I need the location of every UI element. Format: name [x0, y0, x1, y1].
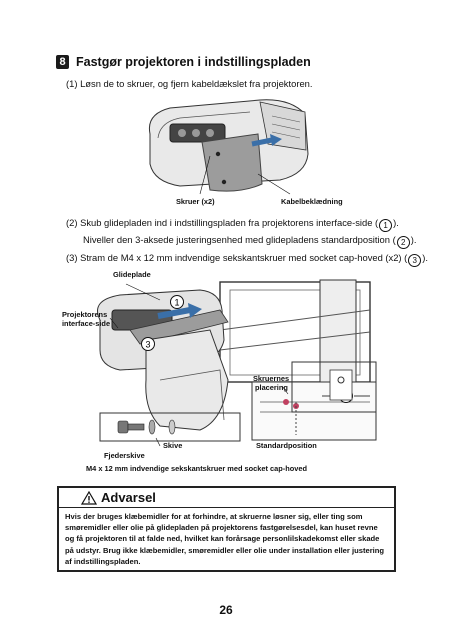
figure-slide-plate-installation: 1 3 2 — [97, 279, 377, 447]
instruction-3: (3) Stram de M4 x 12 mm indvendige seksk… — [66, 252, 428, 267]
figure-projector-cable-cover — [148, 99, 309, 195]
warning-triangle-icon — [81, 490, 97, 505]
warning-text: Hvis der bruges klæbemidler for at forhi… — [65, 512, 385, 566]
label-spring-washer: Fjederskive — [104, 451, 145, 460]
instruction-2-end: ). — [393, 217, 399, 228]
instruction-2b-end: ). — [410, 234, 417, 245]
label-washer: Skive — [163, 441, 183, 450]
instruction-2b: Niveller den 3-aksede justeringsenhed me… — [83, 234, 416, 249]
label-m4-screws: M4 x 12 mm indvendige sekskantskruer med… — [86, 464, 307, 473]
callout-circle-3: 3 — [408, 254, 422, 267]
socket-cap-screw — [117, 420, 145, 434]
label-interface-side-2: interface-side — [62, 319, 111, 328]
label-screw-position-1: Skruernes — [253, 374, 290, 383]
page-number: 26 — [219, 603, 233, 617]
label-screw-position-2: placering — [255, 383, 288, 392]
warning-divider — [59, 507, 394, 508]
figure-callout-3: 3 — [145, 340, 150, 350]
instruction-2-text: (2) Skub glidepladen ind i indstillingsp… — [66, 217, 379, 228]
step-number-badge: 8 — [56, 55, 69, 69]
figure-callout-1: 1 — [174, 298, 179, 308]
label-standard-position: Standardposition — [256, 441, 317, 450]
instruction-2: (2) Skub glidepladen ind i indstillingsp… — [66, 217, 399, 232]
label-slide-plate: Glideplade — [113, 270, 151, 279]
warning-title: Advarsel — [101, 490, 156, 505]
callout-circle-1: 1 — [379, 219, 393, 232]
step-title: Fastgør projektoren i indstillingspladen — [76, 55, 311, 69]
instruction-3-text: (3) Stram de M4 x 12 mm indvendige seksk… — [66, 252, 408, 263]
label-screws: Skruer (x2) — [176, 197, 215, 206]
instruction-3-end: ). — [422, 252, 429, 263]
instruction-2b-text: Niveller den 3-aksede justeringsenhed me… — [83, 234, 396, 245]
label-interface-side-1: Projektorens — [62, 310, 108, 319]
label-cable-cover: Kabelbeklædning — [281, 197, 343, 206]
instruction-1: (1) Løsn de to skruer, og fjern kabeldæk… — [66, 78, 313, 89]
callout-circle-2: 2 — [396, 236, 410, 249]
warning-heading: Advarsel — [81, 490, 156, 505]
warning-box: Advarsel Hvis der bruges klæbemidler for… — [57, 486, 396, 572]
